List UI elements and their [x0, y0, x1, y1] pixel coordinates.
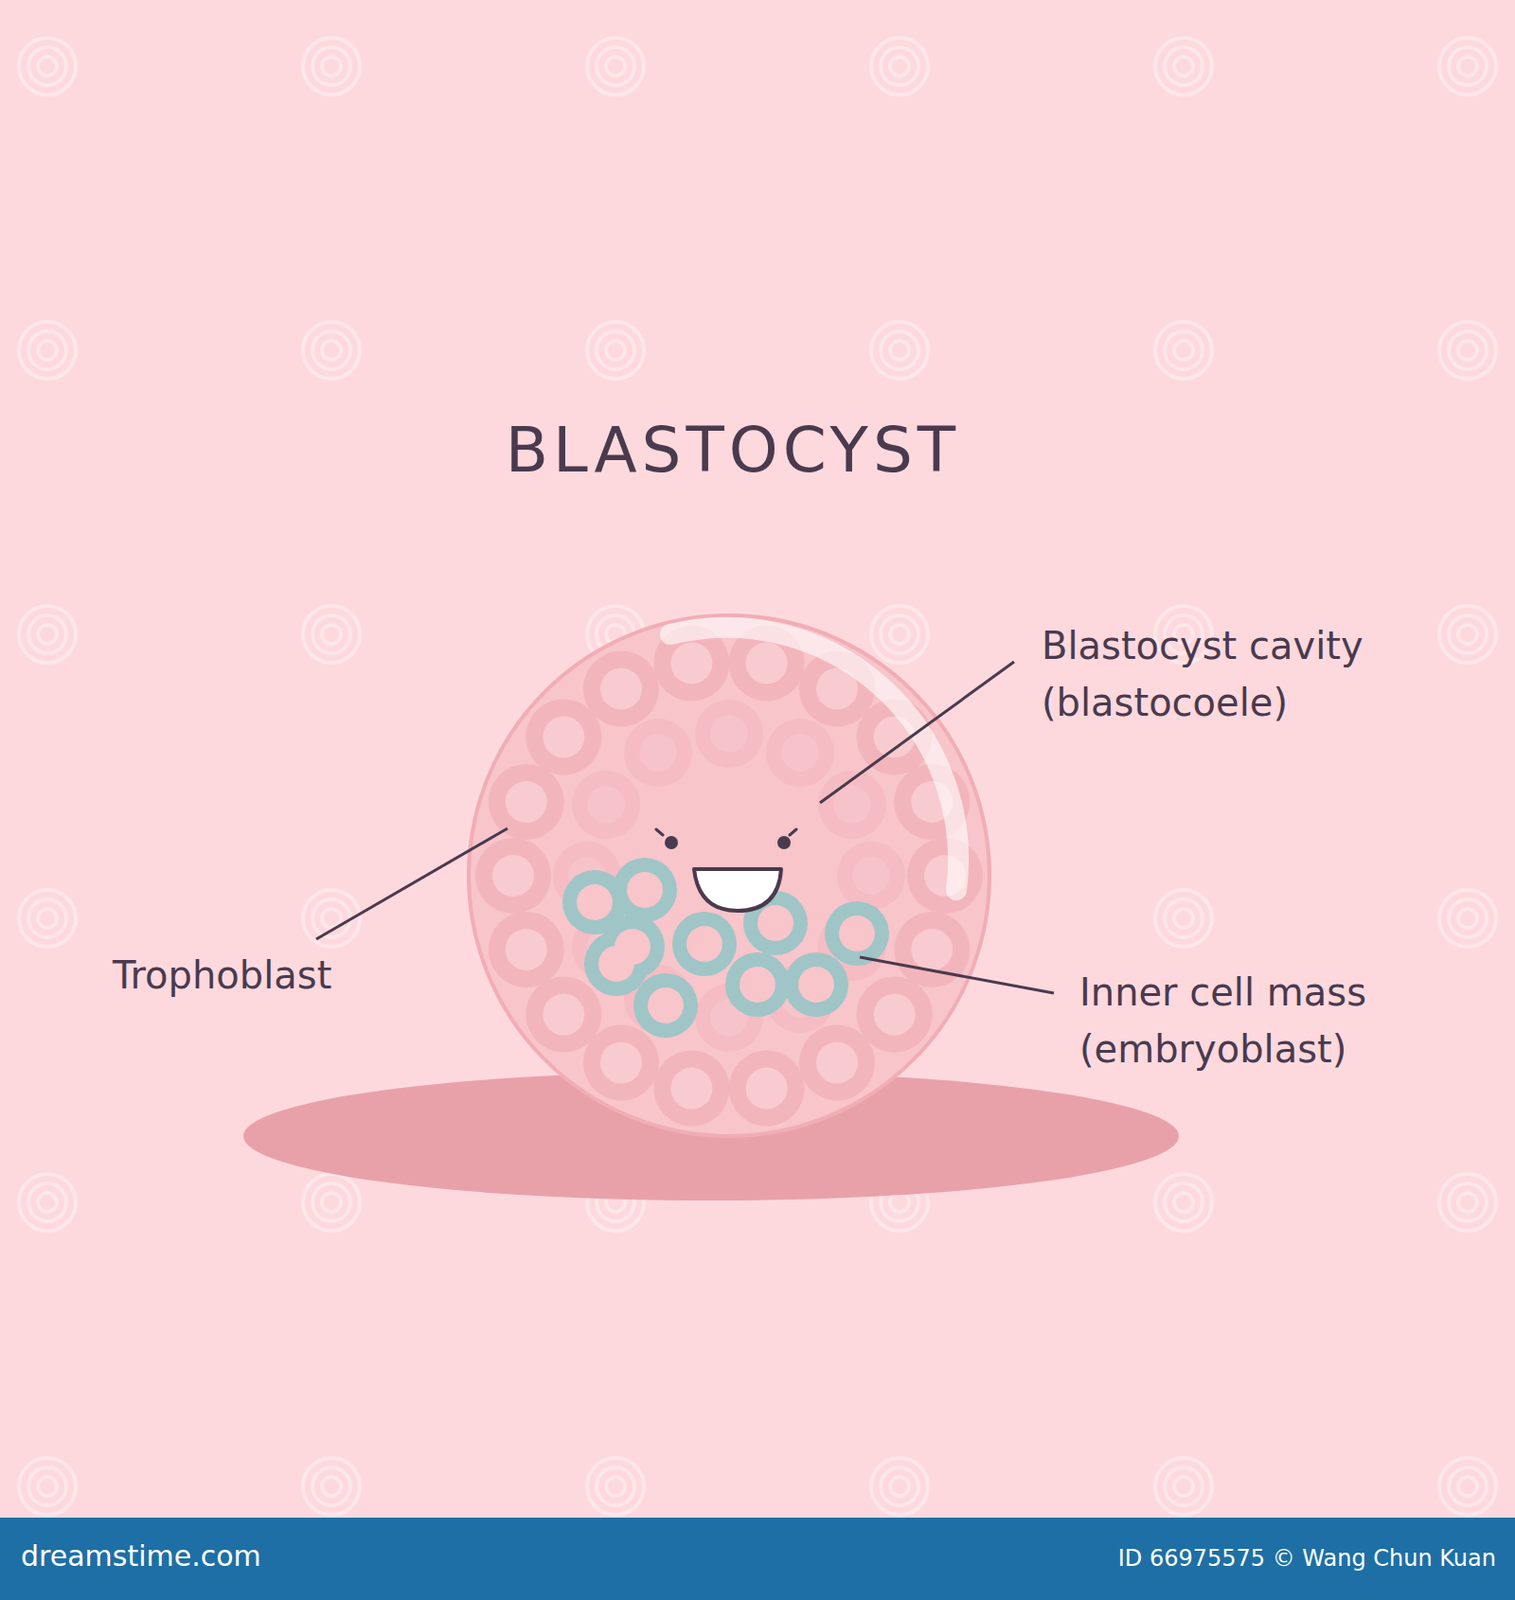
leader-line — [316, 828, 508, 940]
callout-label: Blastocyst cavity (blastocoele) — [1041, 617, 1497, 731]
callout-label: Trophoblast — [112, 946, 511, 1004]
footer-text: dreamstime.com — [20, 1539, 262, 1574]
highlight — [670, 627, 959, 891]
trophoblast-cells — [475, 624, 983, 1126]
footer-text: ID 66975575 © Wang Chun Kuan — [1118, 1545, 1497, 1573]
inner-cell-mass — [562, 857, 890, 1038]
blastocyst-sphere — [468, 615, 990, 1137]
watermark-marks — [18, 37, 1497, 1515]
leader-line — [859, 957, 1054, 994]
face — [656, 829, 797, 911]
leader-lines — [316, 661, 1054, 994]
title: BLASTOCYST — [0, 412, 1466, 488]
leader-line — [819, 661, 1015, 803]
footer-bar — [0, 1517, 1515, 1600]
callout-label: Inner cell mass (embryoblast) — [1079, 963, 1506, 1078]
